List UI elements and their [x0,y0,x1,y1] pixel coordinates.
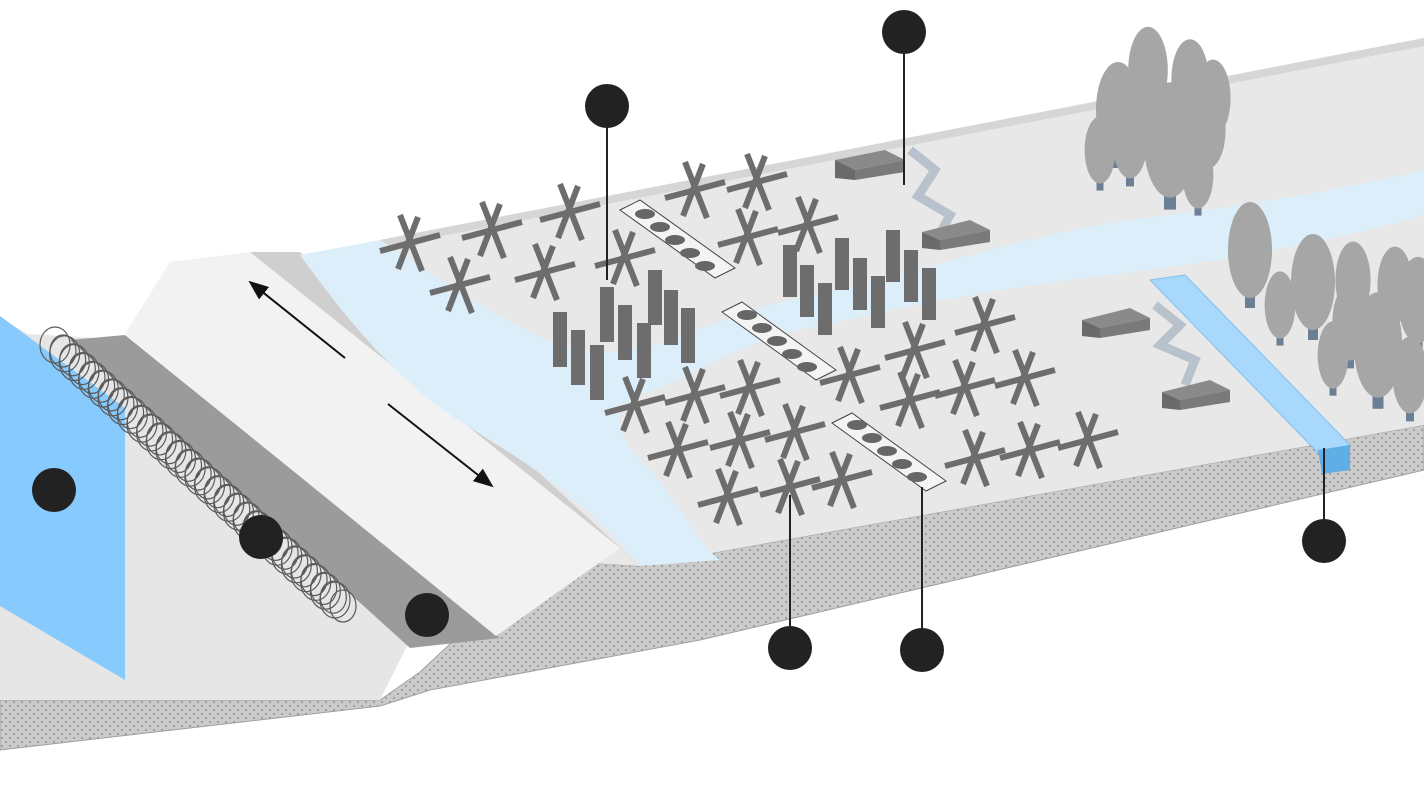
czech-hedgehog-icon [647,420,709,480]
road-direction-arrow-down [387,403,494,488]
embankment-slope [70,335,500,648]
czech-hedgehog-icon [811,450,873,510]
road-direction-arrow-up [248,280,346,359]
tree-icon [1182,141,1214,216]
czech-hedgehog-icon [954,295,1016,355]
wooden-post-icon [904,250,918,302]
wooden-post-icon [835,238,849,290]
czech-hedgehog-icon [759,457,821,517]
trench-upper [907,146,956,233]
bunker [1082,308,1150,338]
anti-landing-posts [553,230,936,400]
wooden-post-icon [783,245,797,297]
czech-hedgehog-icon [777,195,839,255]
wooden-post-icon [571,330,585,385]
callout-dot-icon [768,626,812,670]
wooden-post-icon [648,270,662,325]
czech-hedgehog-icon [994,348,1056,408]
czech-hedgehog-icon [879,370,941,430]
callout-dot-icon [900,628,944,672]
barbed-wire-coils [39,326,357,623]
czech-hedgehog-icon [884,320,946,380]
czech-hedgehog-icon [594,228,656,288]
canal-cut [1318,445,1350,474]
wooden-post-icon [600,287,614,342]
czech-hedgehog-icon [709,410,771,470]
wire-coil [329,589,357,623]
wooden-post-icon [818,283,832,335]
czech-hedgehog-icon [664,160,726,220]
callout-markers [32,10,1346,672]
czech-hedgehog-icon [664,365,726,425]
czech-hedgehog-icon [429,255,491,315]
tree-icon [1353,292,1403,409]
wooden-post-icon [871,276,885,328]
tree-icon [1264,271,1296,346]
mine-row [619,199,736,279]
trench-lower [1152,301,1201,387]
tree-icon [1398,256,1424,353]
road-embankment [125,252,620,636]
wooden-post-icon [664,290,678,345]
mine-row [721,301,837,381]
callout-dot-icon [32,468,76,512]
wooden-post-icon [681,308,695,363]
czech-hedgehog-icon [719,358,781,418]
callout-dot-icon [882,10,926,54]
czech-hedgehog-icon [1057,410,1119,470]
callout-dot-icon [239,515,283,559]
czech-hedgehog-icon [379,213,441,273]
wooden-post-icon [886,230,900,282]
forest [1084,26,1424,422]
czech-hedgehog-icon [461,200,523,260]
czech-hedgehog-icon [539,182,601,242]
wooden-post-icon [637,323,651,378]
wooden-post-icon [922,268,936,320]
czech-hedgehog-icon [999,420,1061,480]
czech-hedgehog-icon [944,428,1006,488]
czech-hedgehog-icon [726,152,788,212]
czech-hedgehog-icon [717,207,779,267]
wooden-post-icon [800,265,814,317]
callout-dot-icon [405,593,449,637]
bunker [1162,380,1230,410]
tree-icon [1291,234,1335,340]
wooden-post-icon [553,312,567,367]
czech-hedgehog-icon [764,402,826,462]
czech-hedgehog-icon [934,358,996,418]
river [300,170,1424,566]
bunker [922,220,990,250]
tree-icon [1228,202,1272,308]
bunker [835,150,905,180]
mine-row [831,412,947,492]
tree-icon [1317,321,1349,396]
wooden-post-icon [590,345,604,400]
tree-icon [1112,101,1148,187]
anti-tank-obstacles [379,152,1119,527]
callout-dot-icon [585,84,629,128]
czech-hedgehog-icon [514,242,576,302]
tree-icon [1084,116,1116,191]
czech-hedgehog-icon [604,375,666,435]
czech-hedgehog-icon [819,345,881,405]
callout-dot-icon [1302,519,1346,563]
soil-section [0,424,1424,751]
czech-hedgehog-icon [697,467,759,527]
wooden-post-icon [618,305,632,360]
wooden-post-icon [853,258,867,310]
tree-icon [1392,336,1424,422]
